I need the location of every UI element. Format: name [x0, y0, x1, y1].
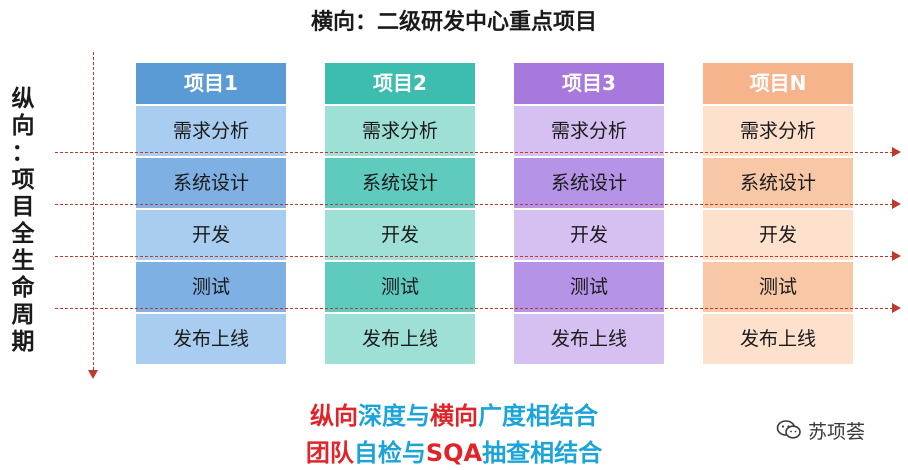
stage-cell: 需求分析	[514, 104, 664, 156]
project-header: 项目2	[325, 63, 475, 104]
project-column-1: 项目1 需求分析 系统设计 开发 测试 发布上线	[136, 63, 286, 364]
footer-segment: SQA	[425, 439, 483, 467]
stage-cell: 测试	[514, 260, 664, 312]
project-header: 项目3	[514, 63, 664, 104]
vertical-label-char: 全	[11, 221, 35, 247]
footer-segment: 横向	[430, 402, 478, 430]
horizontal-arrowhead	[892, 251, 901, 261]
vertical-label-char: 项	[11, 167, 35, 193]
project-header: 项目1	[136, 63, 286, 104]
vertical-label-char: 纵	[11, 86, 35, 112]
footer-segment: 深度与	[358, 402, 430, 430]
horizontal-dashed-arrow-line	[55, 152, 893, 153]
footer-segment: 团队	[305, 439, 354, 467]
stage-cell: 发布上线	[325, 312, 475, 364]
footer-segment: 抽查相结合	[482, 439, 603, 467]
horizontal-dashed-arrow-line	[55, 256, 893, 257]
stage-cell: 开发	[514, 208, 664, 260]
horizontal-arrowhead	[892, 303, 901, 313]
vertical-label-char: ：	[11, 140, 35, 166]
stage-cell: 系统设计	[136, 156, 286, 208]
stage-cell: 开发	[703, 208, 853, 260]
stage-cell: 发布上线	[703, 312, 853, 364]
project-column-n: 项目N 需求分析 系统设计 开发 测试 发布上线	[703, 63, 853, 364]
horizontal-dashed-arrow-line	[55, 204, 893, 205]
stage-cell: 系统设计	[514, 156, 664, 208]
horizontal-arrowhead	[892, 199, 901, 209]
project-header: 项目N	[703, 63, 853, 104]
watermark-text: 苏项荟	[808, 420, 866, 443]
stage-cell: 测试	[136, 260, 286, 312]
wechat-icon	[776, 419, 802, 441]
vertical-label-char: 生	[11, 248, 35, 274]
footer-line-1: 纵向深度与横向广度相结合	[0, 396, 908, 431]
footer-segment: 自检与	[353, 439, 426, 467]
footer-line-2: 团队自检与SQA抽查相结合	[0, 433, 908, 468]
stage-cell: 开发	[136, 208, 286, 260]
vertical-arrowhead	[88, 370, 98, 379]
vertical-axis-label: 纵 向 ： 项 目 全 生 命 周 期	[8, 86, 38, 356]
footer-segment: 广度相结合	[478, 402, 598, 430]
horizontal-arrowhead	[892, 147, 901, 157]
stage-cell: 系统设计	[325, 156, 475, 208]
stage-cell: 发布上线	[136, 312, 286, 364]
stage-cell: 系统设计	[703, 156, 853, 208]
project-column-3: 项目3 需求分析 系统设计 开发 测试 发布上线	[514, 63, 664, 364]
vertical-label-char: 周	[11, 302, 35, 328]
stage-cell: 测试	[325, 260, 475, 312]
watermark: 苏项荟	[776, 418, 866, 443]
horizontal-dashed-arrow-line	[55, 308, 893, 309]
stage-cell: 需求分析	[703, 104, 853, 156]
vertical-label-char: 命	[11, 275, 35, 301]
diagram-title: 横向：二级研发中心重点项目	[310, 10, 597, 35]
footer-segment: 纵向	[310, 402, 358, 430]
vertical-label-char: 目	[11, 194, 35, 220]
stage-cell: 需求分析	[136, 104, 286, 156]
stage-cell: 开发	[325, 208, 475, 260]
vertical-label-char: 期	[11, 329, 35, 355]
vertical-label-char: 向	[11, 113, 35, 139]
stage-cell: 测试	[703, 260, 853, 312]
project-column-2: 项目2 需求分析 系统设计 开发 测试 发布上线	[325, 63, 475, 364]
stage-cell: 发布上线	[514, 312, 664, 364]
vertical-dashed-arrow-line	[93, 52, 94, 370]
stage-cell: 需求分析	[325, 104, 475, 156]
